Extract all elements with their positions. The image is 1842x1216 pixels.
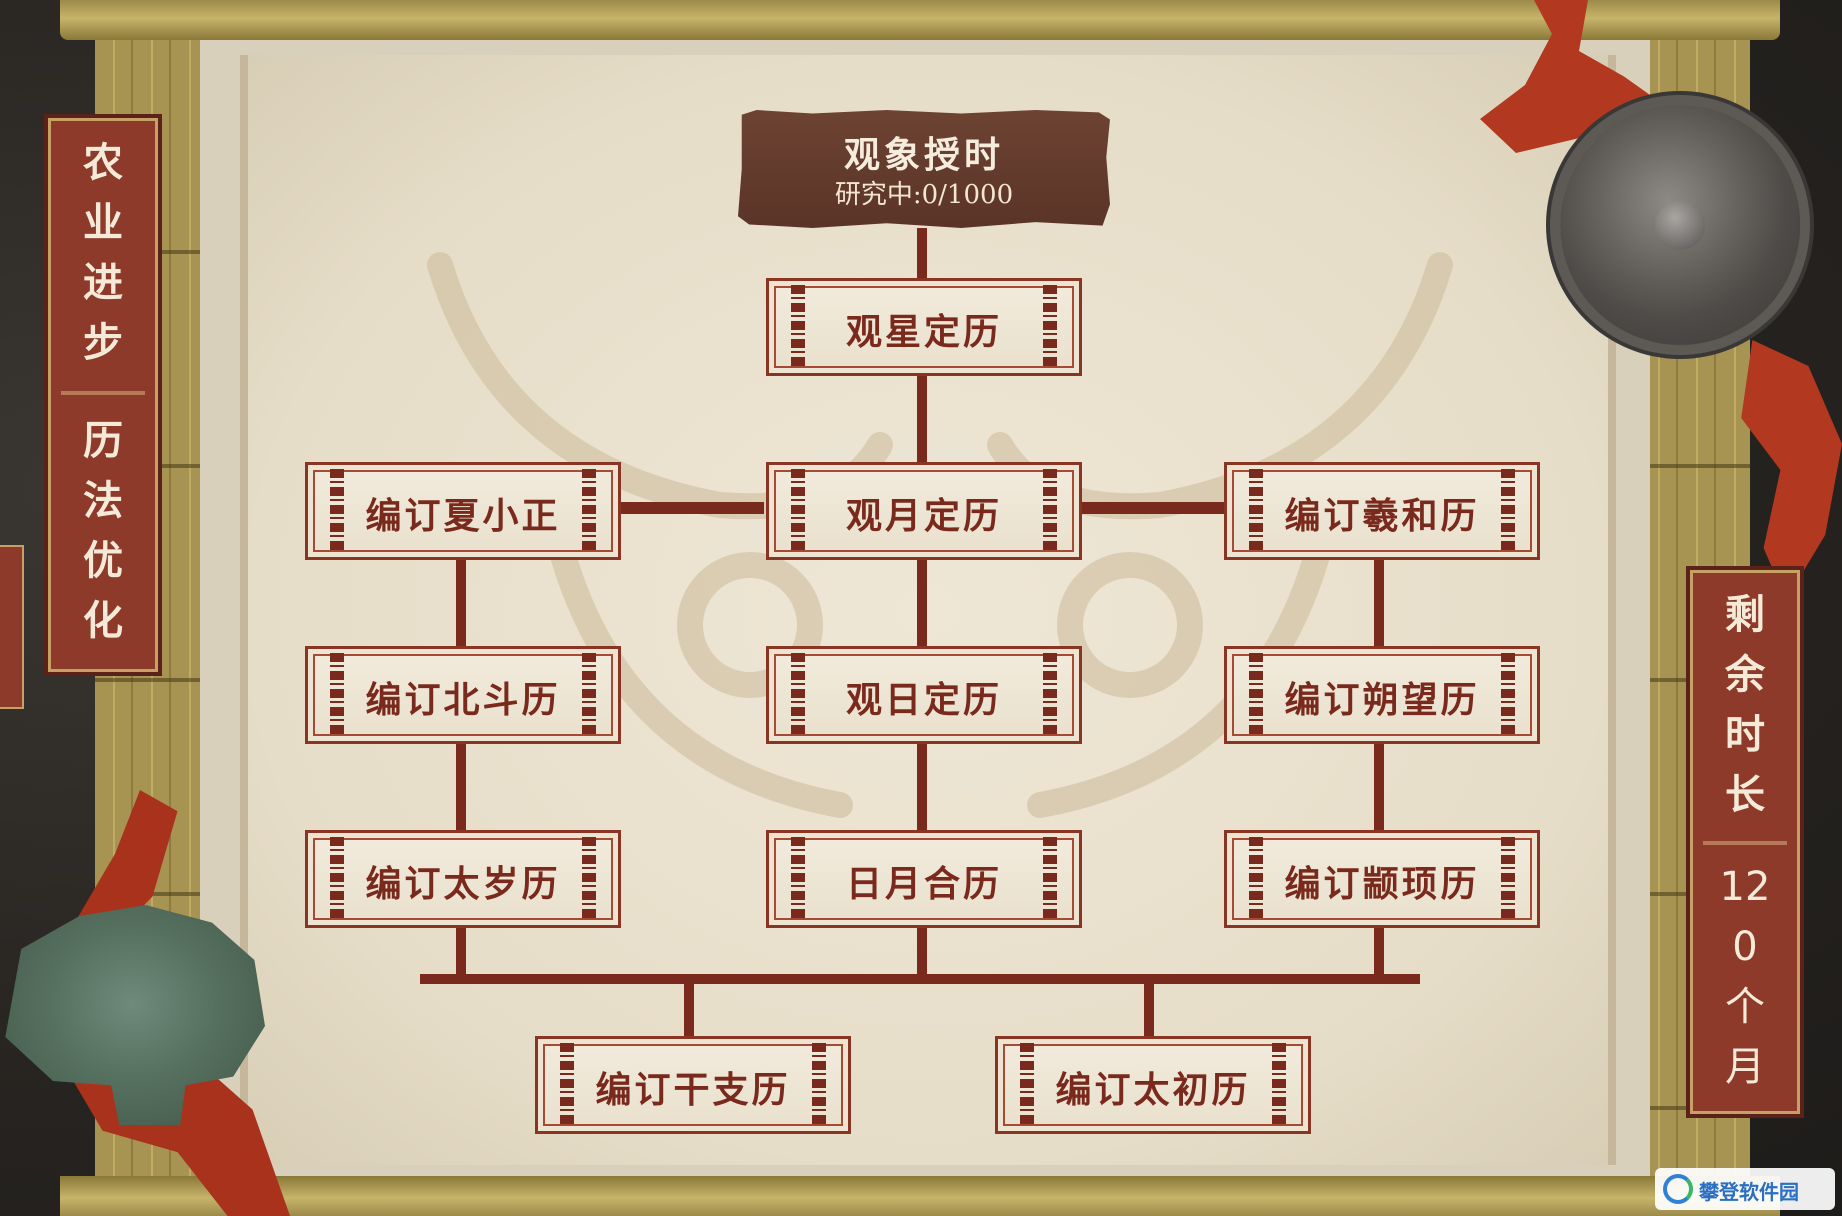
tech-node-label: 观星定历 bbox=[845, 311, 1002, 353]
chain-decoration bbox=[1020, 1043, 1034, 1127]
connector bbox=[456, 554, 466, 646]
chain-decoration bbox=[1501, 837, 1515, 921]
connector bbox=[684, 984, 694, 1036]
mirror-knob bbox=[1655, 200, 1705, 250]
connector bbox=[1374, 738, 1384, 830]
tech-node-ganzhi[interactable]: 编订干支历 bbox=[535, 1036, 851, 1134]
category-char: 业 bbox=[83, 199, 123, 246]
chain-decoration bbox=[1043, 653, 1057, 737]
remaining-time-panel: 剩 余 时 长 12 0 个 月 bbox=[1690, 570, 1800, 1114]
tech-node-label: 编订太岁历 bbox=[365, 863, 561, 905]
connector bbox=[456, 922, 466, 982]
value-char: 个 bbox=[1725, 984, 1765, 1030]
connector bbox=[917, 922, 927, 982]
chain-decoration bbox=[1249, 653, 1263, 737]
chain-decoration bbox=[330, 837, 344, 921]
root-tech-title: 观象授时 bbox=[843, 134, 1004, 176]
tech-node-taichu[interactable]: 编订太初历 bbox=[995, 1036, 1311, 1134]
category-char: 农 bbox=[83, 139, 123, 186]
connector bbox=[917, 554, 927, 646]
category-panel[interactable]: 农 业 进 步 历 法 优 化 bbox=[48, 118, 158, 672]
root-tech-plaque[interactable]: 观象授时 研究中:0/1000 bbox=[738, 110, 1110, 228]
chain-decoration bbox=[330, 653, 344, 737]
tech-node-label: 编订太初历 bbox=[1055, 1069, 1251, 1111]
connector bbox=[1144, 984, 1154, 1036]
chain-decoration bbox=[1501, 469, 1515, 553]
tech-node-label: 编订北斗历 bbox=[365, 679, 561, 721]
chain-decoration bbox=[1272, 1043, 1286, 1127]
research-progress: 研究中:0/1000 bbox=[834, 180, 1014, 210]
category-char: 进 bbox=[83, 259, 123, 306]
chain-decoration bbox=[791, 285, 805, 369]
site-watermark-badge: 攀登软件园 bbox=[1655, 1168, 1835, 1210]
chain-decoration bbox=[791, 469, 805, 553]
connector bbox=[917, 228, 927, 278]
connector bbox=[456, 738, 466, 830]
tech-node-shuowang[interactable]: 编订朔望历 bbox=[1224, 646, 1540, 744]
scroll-rod-bottom bbox=[60, 1176, 1780, 1216]
category-label: 农 业 进 步 bbox=[51, 133, 155, 373]
chain-decoration bbox=[1043, 837, 1057, 921]
tech-node-guanri[interactable]: 观日定历 bbox=[766, 646, 1082, 744]
chain-decoration bbox=[1501, 653, 1515, 737]
heading-char: 时 bbox=[1725, 711, 1765, 758]
chain-decoration bbox=[791, 837, 805, 921]
tech-node-label: 日月合历 bbox=[845, 863, 1002, 905]
subcategory-char: 法 bbox=[83, 477, 123, 524]
remaining-time-heading: 剩 余 时 长 bbox=[1693, 585, 1797, 825]
connector bbox=[1374, 554, 1384, 646]
subcategory-char: 历 bbox=[83, 417, 123, 464]
connector bbox=[917, 738, 927, 830]
chain-decoration bbox=[582, 653, 596, 737]
tech-node-label: 编订颛顼历 bbox=[1284, 863, 1480, 905]
scroll-rod-top bbox=[60, 0, 1780, 40]
chain-decoration bbox=[1043, 469, 1057, 553]
heading-char: 剩 bbox=[1725, 591, 1765, 638]
chain-decoration bbox=[812, 1043, 826, 1127]
tech-node-label: 观月定历 bbox=[845, 495, 1002, 537]
value-char: 月 bbox=[1725, 1044, 1765, 1090]
tech-node-zhuanxu[interactable]: 编订颛顼历 bbox=[1224, 830, 1540, 928]
panel-divider bbox=[1703, 841, 1787, 845]
tech-node-label: 编订夏小正 bbox=[365, 495, 561, 537]
side-tab-edge[interactable] bbox=[0, 545, 24, 709]
heading-char: 长 bbox=[1725, 771, 1765, 818]
tech-node-riyuehe[interactable]: 日月合历 bbox=[766, 830, 1082, 928]
subcategory-label: 历 法 优 化 bbox=[51, 411, 155, 651]
connector bbox=[420, 974, 1420, 984]
subcategory-char: 优 bbox=[83, 537, 123, 584]
tech-node-label: 编订朔望历 bbox=[1284, 679, 1480, 721]
tech-node-guanyue[interactable]: 观月定历 bbox=[766, 462, 1082, 560]
heading-char: 余 bbox=[1725, 651, 1765, 698]
value-char: 0 bbox=[1732, 924, 1758, 970]
tech-node-taisui[interactable]: 编订太岁历 bbox=[305, 830, 621, 928]
connector bbox=[1374, 922, 1384, 982]
subcategory-char: 化 bbox=[83, 597, 123, 644]
bronze-mirror-icon bbox=[1560, 105, 1800, 345]
chain-decoration bbox=[330, 469, 344, 553]
tech-node-label: 观日定历 bbox=[845, 679, 1002, 721]
tech-node-xiaxiaozheng[interactable]: 编订夏小正 bbox=[305, 462, 621, 560]
tech-node-xihe[interactable]: 编订羲和历 bbox=[1224, 462, 1540, 560]
value-char: 12 bbox=[1719, 864, 1771, 910]
remaining-time-value: 12 0 个 月 bbox=[1693, 857, 1797, 1097]
check-logo-icon bbox=[1663, 1174, 1693, 1204]
chain-decoration bbox=[791, 653, 805, 737]
chain-decoration bbox=[582, 837, 596, 921]
chain-decoration bbox=[1043, 285, 1057, 369]
chain-decoration bbox=[1249, 837, 1263, 921]
chain-decoration bbox=[582, 469, 596, 553]
connector bbox=[1074, 502, 1224, 514]
tech-node-beidou[interactable]: 编订北斗历 bbox=[305, 646, 621, 744]
tech-node-guanxing[interactable]: 观星定历 bbox=[766, 278, 1082, 376]
panel-divider bbox=[61, 391, 145, 395]
connector bbox=[917, 370, 927, 462]
site-watermark-text: 攀登软件园 bbox=[1699, 1180, 1799, 1204]
connector bbox=[614, 502, 764, 514]
chain-decoration bbox=[560, 1043, 574, 1127]
chain-decoration bbox=[1249, 469, 1263, 553]
category-char: 步 bbox=[83, 319, 123, 366]
tech-node-label: 编订羲和历 bbox=[1284, 495, 1480, 537]
tech-node-label: 编订干支历 bbox=[595, 1069, 791, 1111]
